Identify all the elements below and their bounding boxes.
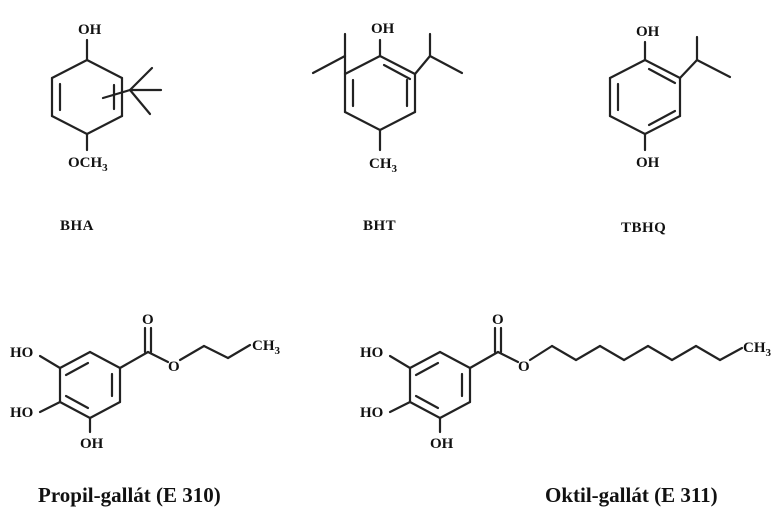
bha-tert-butyl (101, 66, 163, 116)
propyl-gallate-ho2-bond (38, 400, 62, 414)
octyl-gallate-oh-label: OH (430, 436, 454, 452)
propyl-gallate-ho1-bond (38, 354, 62, 370)
octyl-gallate-ester-o-label: O (518, 359, 530, 375)
octyl-gallate-ester-chain (468, 326, 744, 370)
bha-oh-label: OH (78, 22, 102, 38)
octyl-gallate-structure: HO HO OH O O CH3 Oktil-gallát (E 311) (360, 312, 772, 507)
octyl-gallate-ho2-bond (388, 400, 412, 414)
octyl-gallate-ho1-label: HO (360, 345, 383, 361)
bht-name: BHT (363, 218, 396, 234)
tbhq-oh-top-label: OH (636, 24, 660, 40)
tbhq-isopropyl (678, 35, 732, 80)
octyl-gallate-ho1-bond (388, 354, 412, 370)
bha-name: BHA (60, 218, 94, 234)
bha-ring (50, 58, 124, 136)
tbhq-oh-bottom-label: OH (636, 155, 660, 171)
propyl-gallate-ho1-label: HO (10, 345, 33, 361)
bha-och3-label: OCH3 (68, 155, 108, 174)
bht-ch3-label: CH3 (369, 156, 398, 175)
propyl-gallate-carbonyl-o-label: O (142, 312, 154, 328)
tbhq-structure: OH OH TBHQ (608, 24, 732, 236)
propyl-gallate-ch3-label: CH3 (252, 338, 281, 357)
bht-right-isopropyl (413, 32, 464, 76)
octyl-gallate-name: Oktil-gallát (E 311) (545, 483, 718, 507)
tbhq-ring (608, 58, 682, 136)
bht-ring (343, 54, 417, 132)
propyl-gallate-ho2-label: HO (10, 405, 33, 421)
bht-left-isopropyl (311, 32, 347, 76)
propyl-gallate-ester-chain (118, 326, 252, 370)
propyl-gallate-oh-label: OH (80, 436, 104, 452)
octyl-gallate-carbonyl-o-label: O (492, 312, 504, 328)
octyl-gallate-ch3-label: CH3 (743, 340, 772, 359)
bha-structure: OH OCH3 BHA (50, 22, 163, 234)
propyl-gallate-structure: HO HO OH O O CH3 Propil-gallát (E 310) (10, 312, 281, 507)
bht-structure: OH CH3 BHT (311, 21, 464, 234)
bht-oh-label: OH (371, 21, 395, 37)
propyl-gallate-name: Propil-gallát (E 310) (38, 483, 221, 507)
propyl-gallate-ester-o-label: O (168, 359, 180, 375)
octyl-gallate-ring (408, 350, 472, 420)
tbhq-name: TBHQ (621, 220, 666, 236)
octyl-gallate-ho2-label: HO (360, 405, 383, 421)
propyl-gallate-ring (58, 350, 122, 420)
